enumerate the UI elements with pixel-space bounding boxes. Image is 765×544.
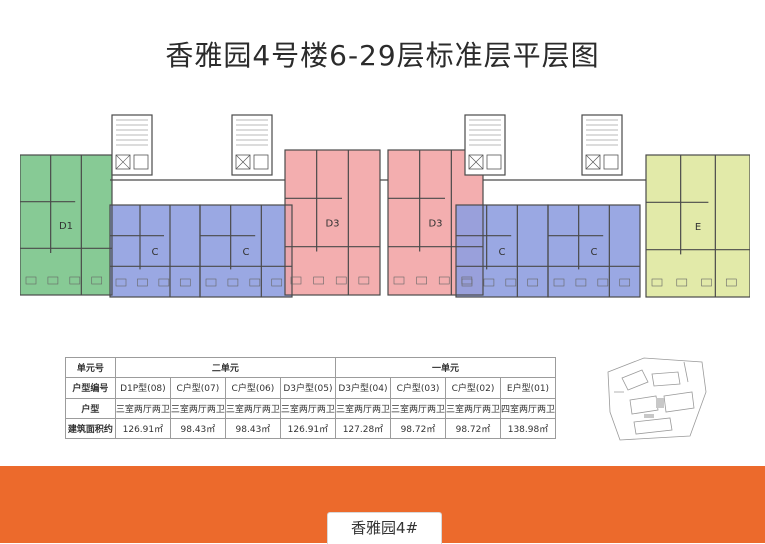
table-cell: 98.43㎡	[169, 417, 226, 440]
group-header: 二单元	[114, 356, 336, 379]
unit-rooms	[284, 149, 381, 296]
table-cell: 三室两厅两卫	[279, 397, 336, 419]
table-cell: 三室两厅两卫	[224, 397, 281, 419]
table-cell: 126.91㎡	[279, 417, 336, 440]
table-cell: 98.43㎡	[224, 417, 281, 440]
table-cell: 三室两厅两卫	[169, 397, 226, 419]
unit-label: C	[499, 247, 506, 258]
stair-core	[231, 114, 273, 176]
table-row: 建筑面积约 126.91㎡ 98.43㎡ 98.43㎡ 126.91㎡ 127.…	[65, 417, 557, 440]
table-row: 户型编号 D1P型(08) C户型(07) C户型(06) D3户型(05) D…	[65, 377, 557, 399]
unit-label: D1	[59, 221, 73, 232]
table-cell: 三室两厅两卫	[114, 397, 171, 419]
table-cell: 98.72㎡	[389, 417, 446, 440]
table-cell: C户型(07)	[169, 377, 226, 399]
unit-zone	[548, 205, 640, 297]
table-cell: 四室两厅两卫	[499, 397, 557, 419]
unit-label: E	[695, 222, 701, 233]
table-cell: C户型(06)	[224, 377, 281, 399]
row-header: 建筑面积约	[65, 417, 116, 440]
row-header: 户型	[65, 397, 116, 419]
unit-label: D3	[325, 219, 339, 230]
table-cell: C户型(03)	[389, 377, 446, 399]
unit-rooms	[199, 204, 293, 298]
unit-rooms	[547, 204, 641, 298]
group-header: 一单元	[334, 356, 557, 379]
unit-label: C	[591, 247, 598, 258]
table-cell: 127.28㎡	[334, 417, 391, 440]
table-cell: 138.98㎡	[499, 417, 557, 440]
unit-zone	[646, 155, 750, 297]
unit-label: C	[152, 247, 159, 258]
unit-zone	[285, 150, 380, 295]
table-cell: 三室两厅两卫	[444, 397, 501, 419]
unit-rooms	[387, 149, 484, 296]
table-cell: D3户型(04)	[334, 377, 391, 399]
stair-core	[464, 114, 506, 176]
unit-rooms	[20, 154, 113, 296]
table-cell: E户型(01)	[499, 377, 557, 399]
unit-label: D3	[428, 219, 442, 230]
stair-core	[111, 114, 153, 176]
table-row: 单元号 二单元 一单元	[65, 356, 557, 379]
unit-zone	[20, 155, 112, 295]
table-cell: 三室两厅两卫	[334, 397, 391, 419]
unit-rooms	[645, 154, 750, 298]
table-cell: D1P型(08)	[114, 377, 171, 399]
unit-table: 单元号 二单元 一单元 户型编号 D1P型(08) C户型(07) C户型(06…	[65, 356, 557, 440]
table-row: 户型 三室两厅两卫 三室两厅两卫 三室两厅两卫 三室两厅两卫 三室两厅两卫 三室…	[65, 397, 557, 419]
table-cell: D3户型(05)	[279, 377, 336, 399]
table-cell: C户型(02)	[444, 377, 501, 399]
unit-rooms	[455, 204, 549, 298]
unit-zone	[200, 205, 292, 297]
page-title: 香雅园4号楼6-29层标准层平层图	[165, 39, 600, 72]
unit-label: C	[243, 247, 250, 258]
table-cell: 三室两厅两卫	[389, 397, 446, 419]
floor-plan: D1C C D3 D3C C E	[20, 114, 750, 298]
table-cell: 126.91㎡	[114, 417, 171, 440]
stair-core	[581, 114, 623, 176]
table-cell: 98.72㎡	[444, 417, 501, 440]
unit-zone	[110, 205, 200, 297]
row-header: 户型编号	[65, 377, 116, 399]
site-plan	[607, 357, 707, 441]
building-badge: 香雅园4#	[327, 512, 442, 544]
unit-zone	[456, 205, 548, 297]
row-header: 单元号	[65, 356, 116, 379]
